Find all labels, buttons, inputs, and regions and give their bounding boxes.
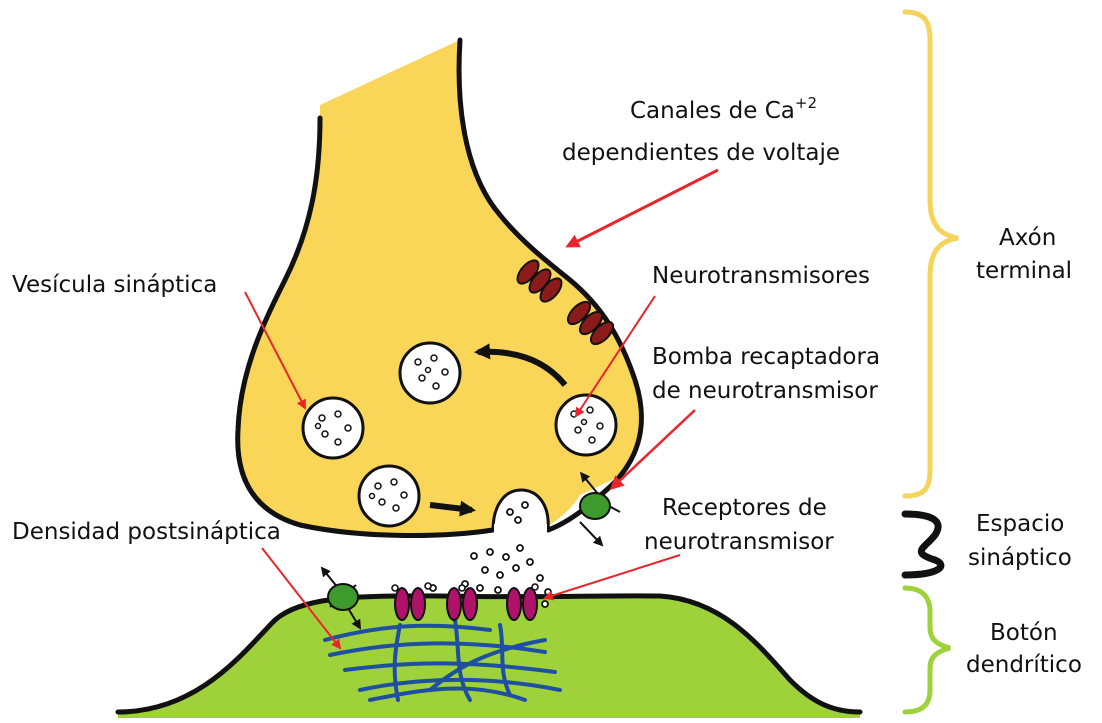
axon-terminal-brace	[905, 12, 958, 496]
dendritic-button-brace	[905, 588, 950, 712]
synaptic-vesicle-label: Vesícula sináptica	[12, 272, 217, 298]
synaptic-space-label: Espacio	[976, 511, 1064, 537]
vesicle	[400, 343, 460, 403]
neurotransmitters-label: Neurotransmisores	[652, 263, 870, 289]
postsynaptic-density-label: Densidad postsináptica	[12, 519, 281, 545]
exocytosis-gap	[494, 524, 547, 534]
vesicle	[303, 398, 363, 458]
calcium-channels-label-line2: dependientes de voltaje	[562, 140, 840, 166]
receptors	[395, 588, 537, 620]
vesicle	[556, 395, 616, 455]
dendritic-button-label-line2: dendrítico	[966, 652, 1082, 678]
axon-terminal-label: Axón	[999, 225, 1056, 251]
axon-terminal-label-line2: terminal	[976, 258, 1072, 284]
reuptake-pump-label-line2: de neurotransmisor	[652, 378, 878, 404]
synaptic-space-label-line2: sináptico	[968, 545, 1072, 571]
vesicle	[359, 466, 419, 526]
calcium-channels-label: Canales de Ca+2	[630, 94, 817, 124]
receptors-label: Receptores de	[662, 495, 827, 521]
receptors-label-line2: neurotransmisor	[644, 529, 834, 555]
synaptic-space-brace	[905, 514, 941, 575]
reuptake-pump-label: Bomba recaptadora	[652, 344, 880, 370]
dendritic-button-label: Botón	[990, 620, 1058, 646]
